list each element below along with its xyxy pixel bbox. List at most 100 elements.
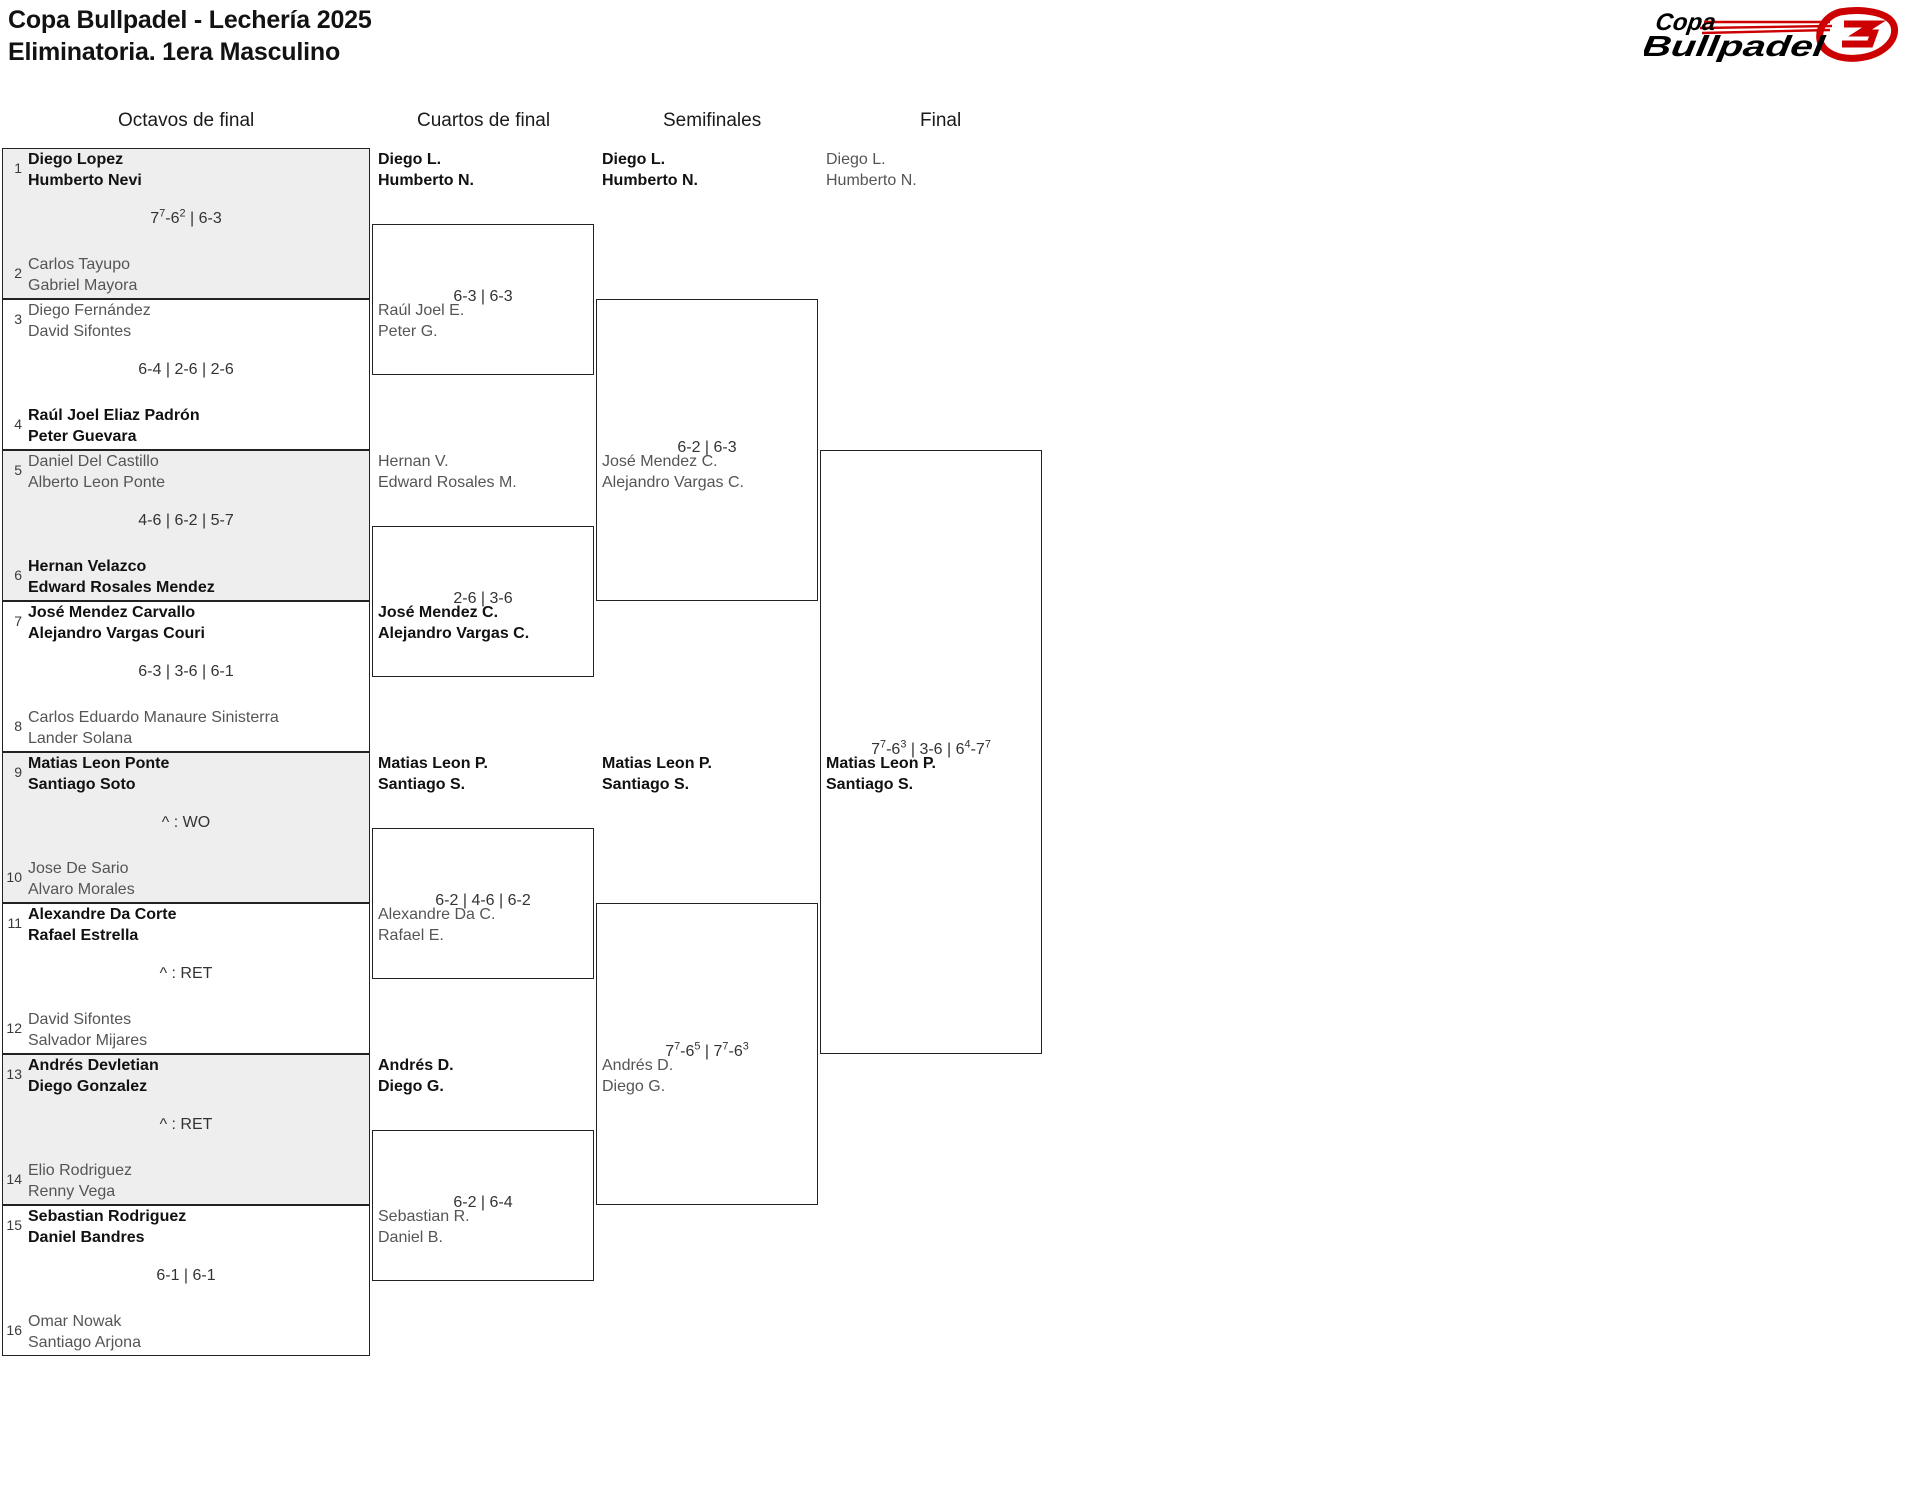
player-name: David Sifontes	[28, 1011, 132, 1028]
player-name: Lander Solana	[28, 729, 133, 747]
player-name: José Mendez C.	[602, 453, 718, 470]
svg-text:Bullpadel: Bullpadel	[1644, 31, 1828, 63]
round-header-octavos: Octavos de final	[118, 110, 255, 131]
player-name: Andrés D.	[602, 1057, 674, 1074]
player-name: Gabriel Mayora	[28, 276, 138, 294]
player-name: Sebastian Rodriguez	[28, 1208, 187, 1225]
seed-number: 5	[14, 462, 22, 478]
octavos-slot[interactable]	[2, 1205, 370, 1281]
player-name: Carlos Eduardo Manaure Sinisterra	[28, 709, 279, 726]
player-name: Jose De Sario	[28, 860, 129, 877]
copa-bullpadel-logo: Copa Bullpadel	[1640, 6, 1902, 66]
tournament-stage: Eliminatoria. 1era Masculino	[8, 38, 341, 66]
octavos-slot[interactable]	[2, 525, 370, 601]
player-name: Hernan V.	[378, 453, 449, 470]
player-name: Alexandre Da Corte	[28, 906, 177, 923]
player-name: Humberto N.	[602, 171, 698, 189]
player-name: Daniel B.	[378, 1228, 443, 1246]
tournament-name: Copa Bullpadel - Lechería 2025	[8, 6, 372, 34]
semis-team: Diego L.Humberto N.	[602, 150, 814, 192]
cuartos-team: Alexandre Da C. Rafael E.	[378, 905, 590, 947]
player-name: Humberto Nevi	[28, 171, 142, 189]
player-name: Omar Nowak	[28, 1313, 122, 1330]
player-name: Edward Rosales M.	[378, 473, 517, 491]
seed-number: 10	[6, 869, 22, 885]
player-name: Diego Lopez	[28, 151, 124, 168]
player-name: Humberto N.	[378, 171, 474, 189]
match-score: ^ : RET	[159, 964, 213, 982]
player-name: José Mendez C.	[378, 604, 499, 621]
player-name: Diego Gonzalez	[28, 1077, 148, 1095]
seed-number: 13	[6, 1066, 22, 1082]
round-header-final: Final	[920, 110, 962, 131]
player-name: Santiago S.	[602, 775, 690, 793]
octavos-slot[interactable]	[2, 374, 370, 450]
seed-number: 14	[6, 1171, 22, 1187]
player-name: Edward Rosales Mendez	[28, 578, 215, 596]
match-score: 6-4 | 2-6 | 2-6	[138, 360, 234, 378]
round-header-cuartos: Cuartos de final	[417, 110, 551, 131]
player-name: Santiago S.	[378, 775, 466, 793]
player-name: Daniel Bandres	[28, 1228, 145, 1246]
octavos-slot[interactable]	[2, 827, 370, 903]
cuartos-team: Matias Leon P.Santiago S.	[378, 754, 590, 796]
seed-number: 1	[14, 160, 22, 176]
match-score: 6-3 | 6-3	[453, 288, 513, 305]
cuartos-team: Sebastian R.Daniel B.	[378, 1207, 590, 1249]
player-name: Matias Leon Ponte	[28, 755, 170, 772]
octavos-slot[interactable]	[2, 148, 370, 224]
octavos-slot[interactable]	[2, 978, 370, 1054]
player-name: Daniel Del Castillo	[28, 453, 159, 470]
svg-text:Copa: Copa	[1654, 9, 1718, 36]
cuartos-connector	[372, 525, 594, 677]
player-name: Santiago Arjona	[28, 1333, 141, 1351]
player-name: Diego Fernández	[28, 302, 151, 319]
octavos-slot[interactable]	[2, 1129, 370, 1205]
player-name: Diego G.	[378, 1077, 444, 1095]
match-score: 6-2 | 4-6 | 6-2	[435, 892, 531, 909]
octavos-slot[interactable]	[2, 1280, 370, 1356]
match-score: ^ : RET	[159, 1115, 213, 1133]
player-name: Humberto N.	[826, 171, 917, 189]
match-score: 6-2 | 6-3	[677, 439, 737, 456]
player-name: Alejandro Vargas C.	[378, 624, 530, 642]
seed-number: 2	[14, 265, 22, 281]
octavos-slot[interactable]	[2, 299, 370, 375]
player-name: Alexandre Da C.	[378, 906, 496, 923]
page-title: Copa Bullpadel - Lechería 2025 Eliminato…	[8, 4, 372, 68]
octavos-slot[interactable]	[2, 1054, 370, 1130]
player-name: Alberto Leon Ponte	[28, 473, 165, 491]
round-header-semifinales: Semifinales	[663, 110, 762, 131]
semis-team: José Mendez C.Alejandro Vargas C.	[602, 452, 814, 494]
player-name: Raúl Joel E.	[378, 302, 465, 319]
octavos-slot[interactable]	[2, 450, 370, 526]
seed-number: 6	[14, 567, 22, 583]
player-name: Alejandro Vargas Couri	[28, 624, 205, 642]
seed-number: 9	[14, 764, 22, 780]
octavos-slot[interactable]	[2, 676, 370, 752]
seed-number: 15	[6, 1217, 22, 1233]
player-name: Andrés Devletian	[28, 1057, 159, 1074]
cuartos-team: Andrés D. Diego G.	[378, 1056, 590, 1098]
player-name: Diego L.	[826, 151, 886, 168]
player-name: Carlos Tayupo	[28, 256, 130, 273]
octavos-slot[interactable]	[2, 223, 370, 299]
player-name: Rafael E.	[378, 926, 444, 944]
octavos-slot[interactable]	[2, 903, 370, 979]
player-name: Hernan Velazco	[28, 558, 147, 575]
seed-number: 3	[14, 311, 22, 327]
player-name: Alvaro Morales	[28, 880, 135, 898]
player-name: Andrés D.	[378, 1057, 454, 1074]
octavos-slot[interactable]	[2, 752, 370, 828]
cuartos-connector	[372, 827, 594, 979]
octavos-slot[interactable]	[2, 601, 370, 677]
player-name: Raúl Joel Eliaz Padrón	[28, 407, 200, 424]
semis-team: Matias Leon P.Santiago S.	[602, 754, 814, 796]
